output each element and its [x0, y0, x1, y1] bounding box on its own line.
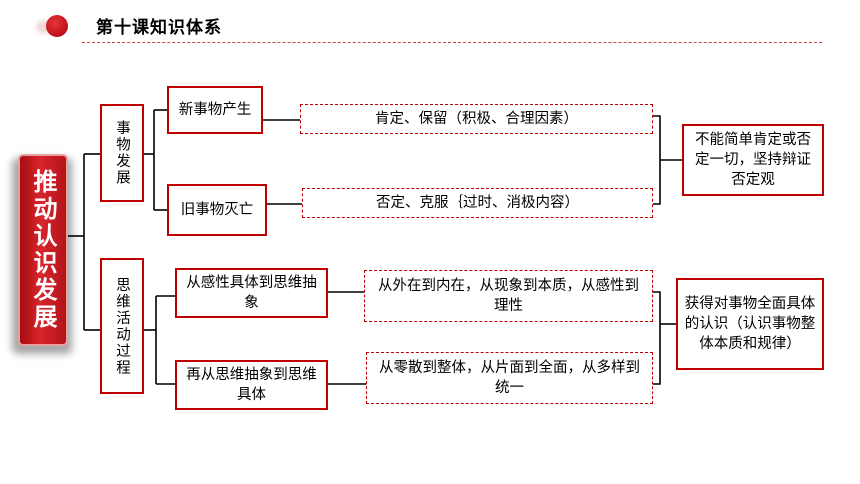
- header-divider: [82, 42, 822, 43]
- conclusion-dialectical-negation-text: 不能简单肯定或否定一切，坚持辩证否定观: [695, 132, 811, 188]
- root-label: 推动认识发展: [29, 169, 57, 331]
- detail-affirm: 肯定、保留（积极、合理因素）: [300, 104, 653, 134]
- page-title: 第十课知识体系: [96, 18, 222, 38]
- conclusion-dialectical-negation: 不能简单肯定或否定一切，坚持辩证否定观: [682, 124, 824, 196]
- conclusion-comprehensive-knowledge: 获得对事物全面具体的认识（认识事物整体本质和规律）: [676, 278, 824, 370]
- node-old-perishes: 旧事物灭亡: [167, 184, 267, 236]
- branch-thinking-process-label: 思维活动过程: [114, 276, 130, 376]
- node-abstract-to-concrete-label: 再从思维抽象到思维具体: [186, 367, 317, 403]
- branch-thinking-process: 思维活动过程: [100, 258, 144, 394]
- detail-negate-text: 否定、克服｛过时、消极内容）: [376, 195, 579, 211]
- detail-negate: 否定、克服｛过时、消极内容）: [302, 188, 653, 218]
- branch-development-label: 事物发展: [114, 120, 130, 186]
- branch-development: 事物发展: [100, 104, 144, 202]
- root-node: 推动认识发展: [18, 154, 68, 346]
- conclusion-comprehensive-knowledge-text: 获得对事物全面具体的认识（认识事物整体本质和规律）: [684, 296, 816, 352]
- node-abstract-to-concrete: 再从思维抽象到思维具体: [175, 360, 328, 410]
- detail-scattered-to-whole-text: 从零散到整体，从片面到全面，从多样到统一: [379, 360, 640, 396]
- node-new-emerges-label: 新事物产生: [178, 102, 252, 118]
- detail-outside-in-text: 从外在到内在，从现象到本质，从感性到理性: [378, 278, 639, 314]
- detail-affirm-text: 肯定、保留（积极、合理因素）: [375, 111, 578, 127]
- detail-scattered-to-whole: 从零散到整体，从片面到全面，从多样到统一: [366, 352, 653, 404]
- header-bullet-icon: [46, 15, 68, 37]
- node-perceptual-to-abstract: 从感性具体到思维抽象: [175, 268, 328, 318]
- node-perceptual-to-abstract-label: 从感性具体到思维抽象: [186, 275, 317, 311]
- node-old-perishes-label: 旧事物灭亡: [180, 202, 254, 218]
- detail-outside-in: 从外在到内在，从现象到本质，从感性到理性: [364, 270, 653, 322]
- node-new-emerges: 新事物产生: [167, 86, 263, 134]
